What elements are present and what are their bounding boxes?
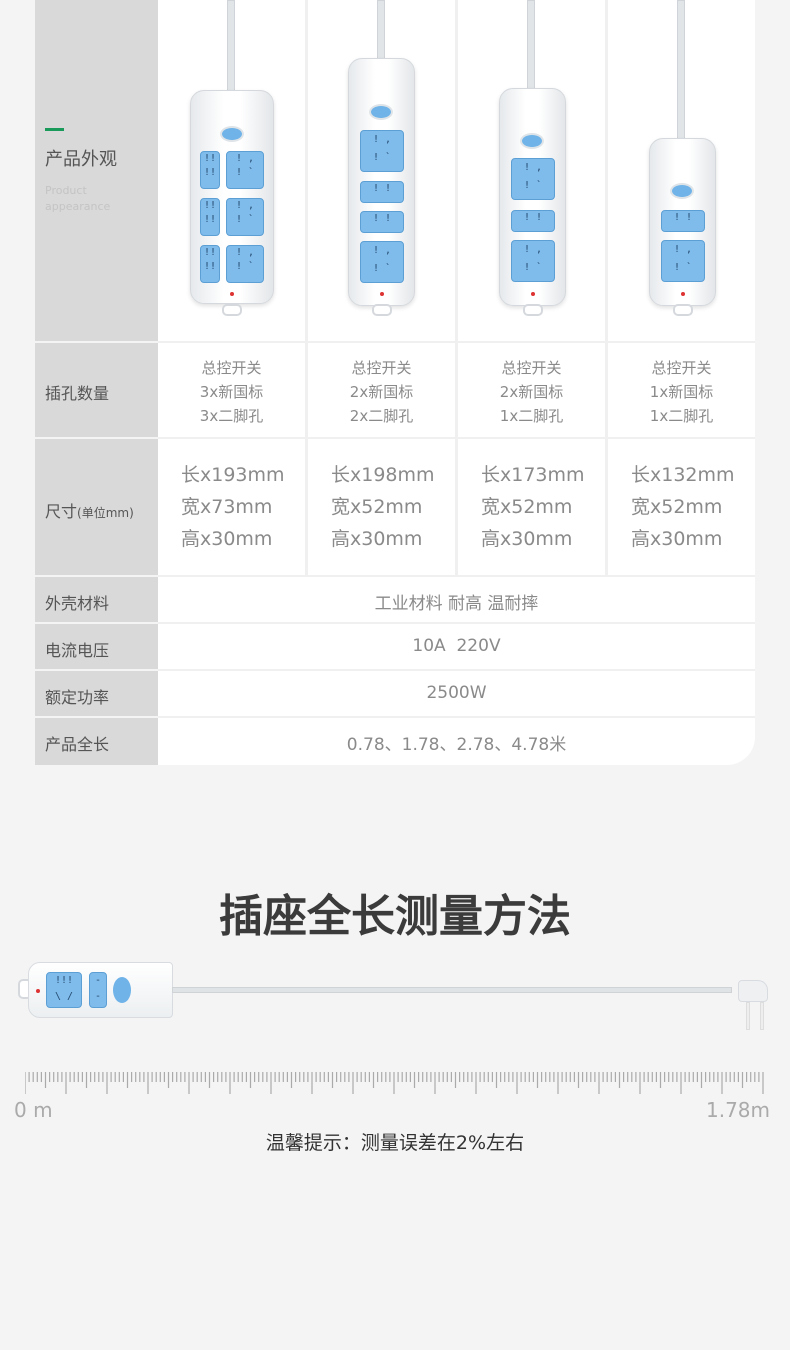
- measure-title: 插座全长测量方法: [219, 891, 571, 942]
- power-label: 额定功率: [45, 688, 110, 707]
- ruler: [25, 1072, 764, 1094]
- appearance-label: 产品外观: [45, 149, 117, 170]
- length-value: 0.78、1.78、2.78、4.78米: [346, 735, 567, 755]
- length-label: 产品全长: [45, 735, 110, 754]
- shell-value: 工业材料 耐高 温耐摔: [374, 594, 539, 614]
- outlets-label: 插孔数量: [45, 384, 110, 403]
- ruler-end-label: 1.78m: [706, 1098, 771, 1122]
- current-value: 10A 220V: [412, 636, 501, 656]
- ruler-start-label: 0 m: [14, 1098, 53, 1122]
- accent-bar: [45, 128, 64, 131]
- label-column: [35, 0, 158, 765]
- size-label: 尺寸(单位mm): [45, 502, 134, 521]
- current-label: 电流电压: [45, 641, 110, 660]
- power-value: 2500W: [426, 683, 487, 703]
- shell-label: 外壳材料: [45, 594, 110, 613]
- measure-tip: 温馨提示：测量误差在2%左右: [265, 1132, 525, 1154]
